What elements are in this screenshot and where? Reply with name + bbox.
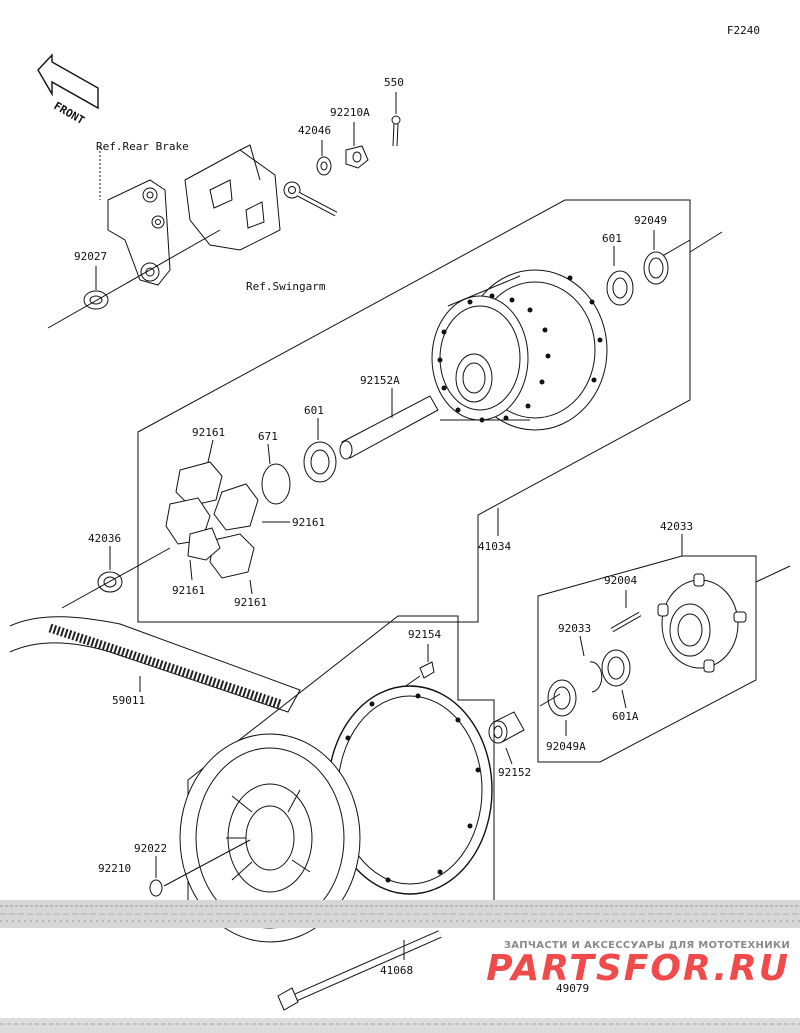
part-label-550: 550: [384, 76, 404, 89]
washer: [149, 879, 163, 897]
bearing: [601, 649, 631, 687]
part-label-92027: 92027: [74, 250, 107, 263]
bearing: [303, 441, 337, 483]
circlip: [589, 661, 603, 693]
part-label-92049: 92049: [634, 214, 667, 227]
bolt: [399, 661, 435, 691]
bearing: [606, 270, 634, 306]
part-label-92152: 92152: [498, 766, 531, 779]
spacer-sleeve: [339, 395, 439, 460]
part-label-92161-d: 92161: [234, 596, 267, 609]
part-label-41068: 41068: [380, 964, 413, 977]
sprocket-flange: [657, 573, 747, 673]
rear-axle: [277, 930, 442, 1011]
part-label-92210a: 92210A: [330, 106, 370, 119]
rear-brake-bracket: [99, 147, 171, 286]
part-label-601a: 601A: [612, 710, 639, 723]
part-label-92022: 92022: [134, 842, 167, 855]
watermark-tagline: ЗАПЧАСТИ И АКСЕССУАРЫ ДЛЯ МОТОТЕХНИКИ: [503, 940, 790, 951]
castle-nut: [345, 145, 369, 169]
drive-belt: [9, 616, 301, 713]
part-label-92154: 92154: [408, 628, 441, 641]
part-label-42036: 42036: [88, 532, 121, 545]
part-label-671: 671: [258, 430, 278, 443]
ref-swingarm-label: Ref.Swingarm: [246, 280, 326, 293]
part-label-49079: 49079: [556, 982, 589, 995]
hub-assembly-box: [137, 199, 691, 623]
collar: [83, 290, 109, 310]
part-label-92004: 92004: [604, 574, 637, 587]
part-label-601-mid: 601: [304, 404, 324, 417]
part-label-92161-b: 92161: [292, 516, 325, 529]
o-ring: [261, 463, 291, 505]
oil-seal: [547, 679, 577, 717]
wheel-damper: [165, 461, 259, 579]
rear-hub: [431, 269, 608, 431]
front-label: FRONT: [52, 99, 88, 127]
front-arrow-icon: [37, 53, 99, 110]
oil-seal: [643, 251, 669, 285]
part-label-42033: 42033: [660, 520, 693, 533]
part-label-92210: 92210: [98, 862, 131, 875]
part-label-59011: 59011: [112, 694, 145, 707]
watermark-brand-logo: PARTSFOR.RU: [486, 948, 790, 989]
rear-wheel-rim: [179, 733, 361, 943]
part-label-42046: 42046: [298, 124, 331, 137]
figure-code: F2240: [726, 24, 760, 37]
part-label-92161-a: 92161: [192, 426, 225, 439]
part-label-41034: 41034: [478, 540, 511, 553]
part-label-92161-c: 92161: [172, 584, 205, 597]
part-label-92049a: 92049A: [546, 740, 586, 753]
part-label-92152a: 92152A: [360, 374, 400, 387]
washer: [316, 156, 332, 176]
collar: [97, 571, 123, 593]
cotter-pin: [391, 115, 401, 147]
part-label-92033: 92033: [558, 622, 591, 635]
part-label-601-top: 601: [602, 232, 622, 245]
swingarm-plate: [184, 144, 338, 251]
ref-rear-brake-label: Ref.Rear Brake: [96, 140, 189, 153]
